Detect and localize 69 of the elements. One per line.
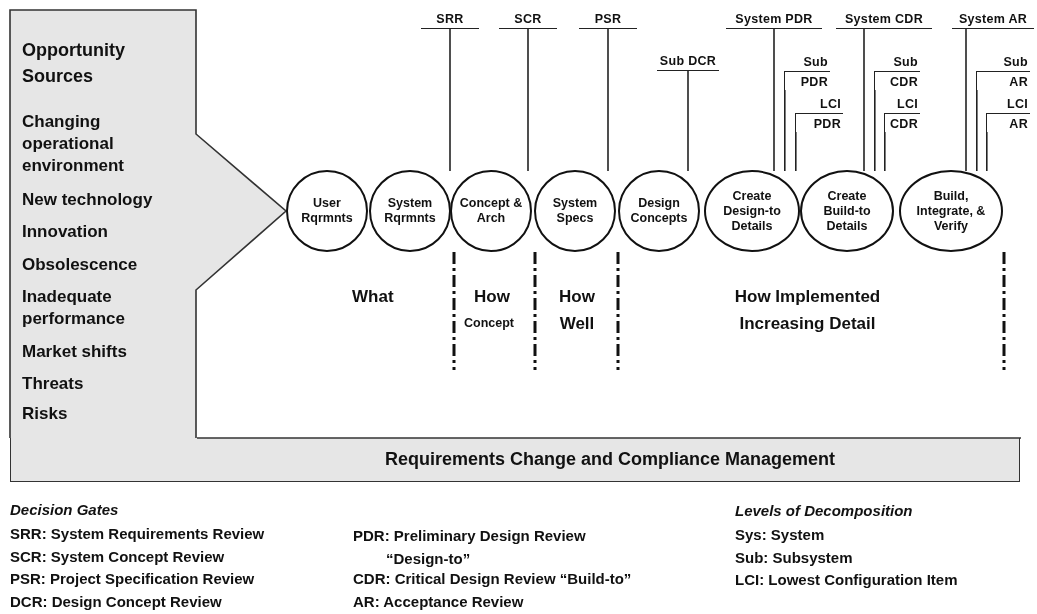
gate-label: Sub [784, 55, 830, 72]
leader-line [527, 28, 529, 172]
band-label: Requirements Change and Compliance Management [383, 449, 836, 470]
legend-item: PDR: Preliminary Design Review “Design-to” [353, 526, 587, 569]
process-label: Build, Integrate, & Verify [915, 188, 987, 234]
gate-label: SRR [421, 12, 479, 29]
legend-item: Sub: Subsystem [735, 548, 853, 568]
legend-heading: Decision Gates [10, 500, 119, 520]
management-band [10, 438, 1020, 482]
phase-label: What [352, 286, 394, 308]
process-label: User Rqrmnts [300, 196, 354, 226]
leader-line [976, 89, 978, 172]
leader-line [874, 89, 876, 172]
opportunity-source: Innovation [22, 221, 109, 243]
legend-item: Sys: System [735, 525, 825, 545]
opportunity-source: Inadequate performance [22, 286, 126, 330]
process-label: Create Build-to Details [822, 188, 872, 234]
panel-heading: Opportunity Sources [22, 39, 126, 88]
gate-label: PSR [579, 12, 637, 29]
opportunity-source: Threats [22, 373, 85, 395]
gate-label: System AR [952, 12, 1034, 29]
gate-label: SCR [499, 12, 557, 29]
gate-label: LCI [986, 97, 1030, 114]
leader-line [773, 28, 775, 172]
leader-line [965, 28, 967, 172]
phase-label: How Well [558, 286, 596, 335]
gate-label: System CDR [836, 12, 932, 29]
gate-label: CDR [874, 72, 920, 90]
leader-line [863, 28, 865, 172]
gate-label: LCI [884, 97, 920, 114]
process-label: Design Concepts [629, 196, 689, 226]
process-label: System Rqrmnts [383, 196, 437, 226]
phase-label: How Implemented Increasing Detail [733, 286, 882, 335]
leader-line [687, 70, 689, 172]
process-label: System Specs [551, 196, 599, 226]
opportunity-arrow-panel [9, 9, 288, 438]
leader-line [986, 131, 988, 172]
leader-line [884, 131, 886, 172]
leader-line [784, 89, 786, 172]
gate-label: Sub [874, 55, 920, 72]
process-label: Concept & Arch [459, 196, 523, 226]
gate-label: PDR [784, 72, 830, 90]
legend-item: SCR: System Concept Review [10, 547, 225, 567]
leader-line [449, 28, 451, 172]
legend-heading: Levels of Decomposition [735, 501, 913, 521]
gate-label: AR [976, 72, 1030, 90]
opportunity-source: Market shifts [22, 341, 128, 363]
opportunity-source: Changing operational environment [22, 111, 126, 177]
gate-label: CDR [884, 114, 920, 132]
gate-label: System PDR [726, 12, 822, 29]
gate-label: AR [986, 114, 1030, 132]
opportunity-source: Risks [22, 403, 69, 425]
legend-item: PSR: Project Specification Review [10, 569, 255, 589]
legend-item: AR: Acceptance Review [353, 592, 524, 612]
opportunity-source: New technology [22, 189, 154, 211]
process-label: Create Design-to Details [722, 188, 782, 234]
gate-label: Sub [976, 55, 1030, 72]
phase-label: How [474, 286, 510, 308]
legend-item: DCR: Design Concept Review [10, 592, 222, 612]
legend-item: LCI: Lowest Configuration Item [735, 570, 958, 590]
legend-item: SRR: System Requirements Review [10, 524, 265, 544]
gate-label: LCI [795, 97, 843, 114]
leader-line [795, 131, 797, 172]
gate-label: Sub DCR [657, 54, 719, 71]
legend-item: CDR: Critical Design Review “Build-to” [353, 569, 632, 589]
leader-line [607, 28, 609, 172]
phase-label: Concept [464, 315, 514, 332]
gate-label: PDR [795, 114, 843, 132]
opportunity-source: Obsolescence [22, 254, 139, 276]
